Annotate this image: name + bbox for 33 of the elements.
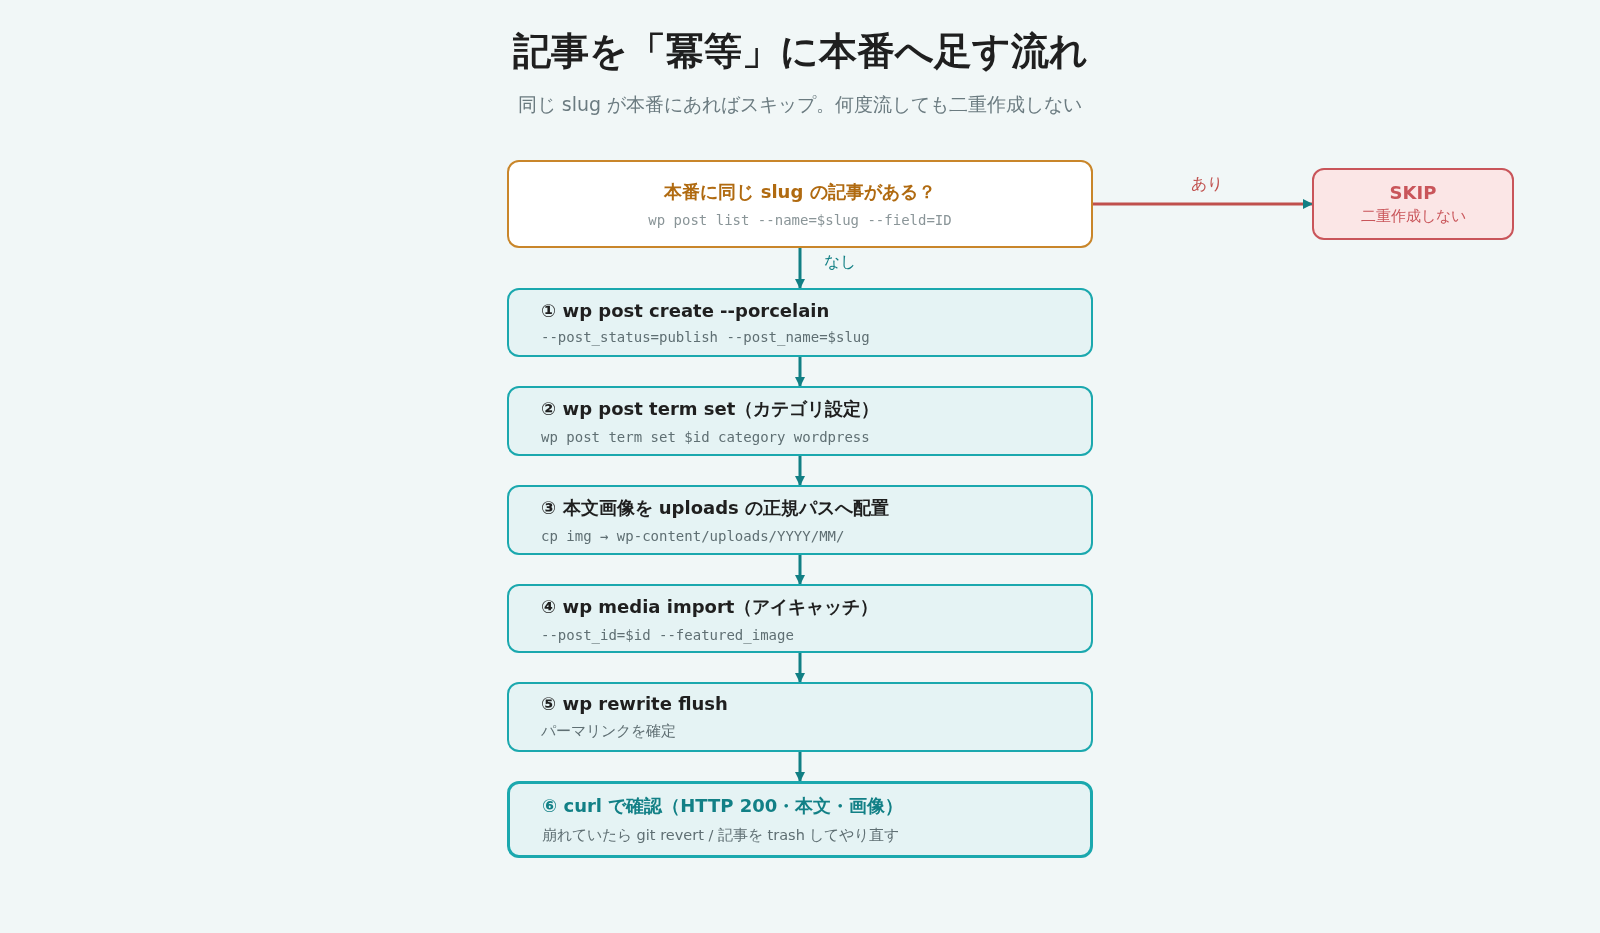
step-heading: 本番に同じ slug の記事がある？ [663, 180, 937, 204]
step-heading: ① wp post create --porcelain [541, 300, 831, 321]
command-text: wp post term set $id category wordpress [541, 429, 871, 445]
process-box [507, 288, 1093, 357]
description-text: パーマリンクを確定 [541, 722, 677, 741]
arrow [795, 456, 805, 486]
command-text: --post_status=publish --post_name=$slug [541, 329, 871, 345]
step-heading: ⑥ curl で確認（HTTP 200・本文・画像） [542, 794, 905, 818]
process-box [507, 584, 1093, 653]
description-text: 崩れていたら git revert / 記事を trash してやり直す [542, 826, 901, 845]
process-box [507, 386, 1093, 456]
diagram-subtitle: 同じ slug が本番にあればスキップ。何度流しても二重作成しない [517, 93, 1083, 115]
arrow [795, 752, 805, 782]
command-text: wp post list --name=$slug --field=ID [647, 212, 953, 228]
description-text: 二重作成しない [1359, 207, 1467, 226]
process-box [507, 781, 1093, 858]
decision-box [507, 160, 1093, 248]
arrow [795, 555, 805, 585]
arrow [795, 248, 805, 289]
step-heading: ④ wp media import（アイキャッチ） [541, 594, 880, 619]
step-heading: ② wp post term set（カテゴリ設定） [541, 397, 881, 421]
step-heading: ③ 本文画像を uploads の正規パスへ配置 [541, 496, 891, 520]
step-heading: SKIP [1388, 182, 1438, 203]
terminal-box [1312, 168, 1514, 240]
diagram-title: 記事を「冪等」に本番へ足す流れ [512, 29, 1088, 73]
arrow [795, 357, 805, 387]
process-box [507, 485, 1093, 555]
command-text: --post_id=$id --featured_image [541, 626, 795, 643]
arrow [795, 653, 805, 683]
step-heading: ⑤ wp rewrite flush [541, 693, 729, 714]
arrow [1093, 199, 1313, 209]
command-text: cp img → wp-content/uploads/YYYY/MM/ [541, 528, 846, 544]
process-box [507, 682, 1093, 752]
